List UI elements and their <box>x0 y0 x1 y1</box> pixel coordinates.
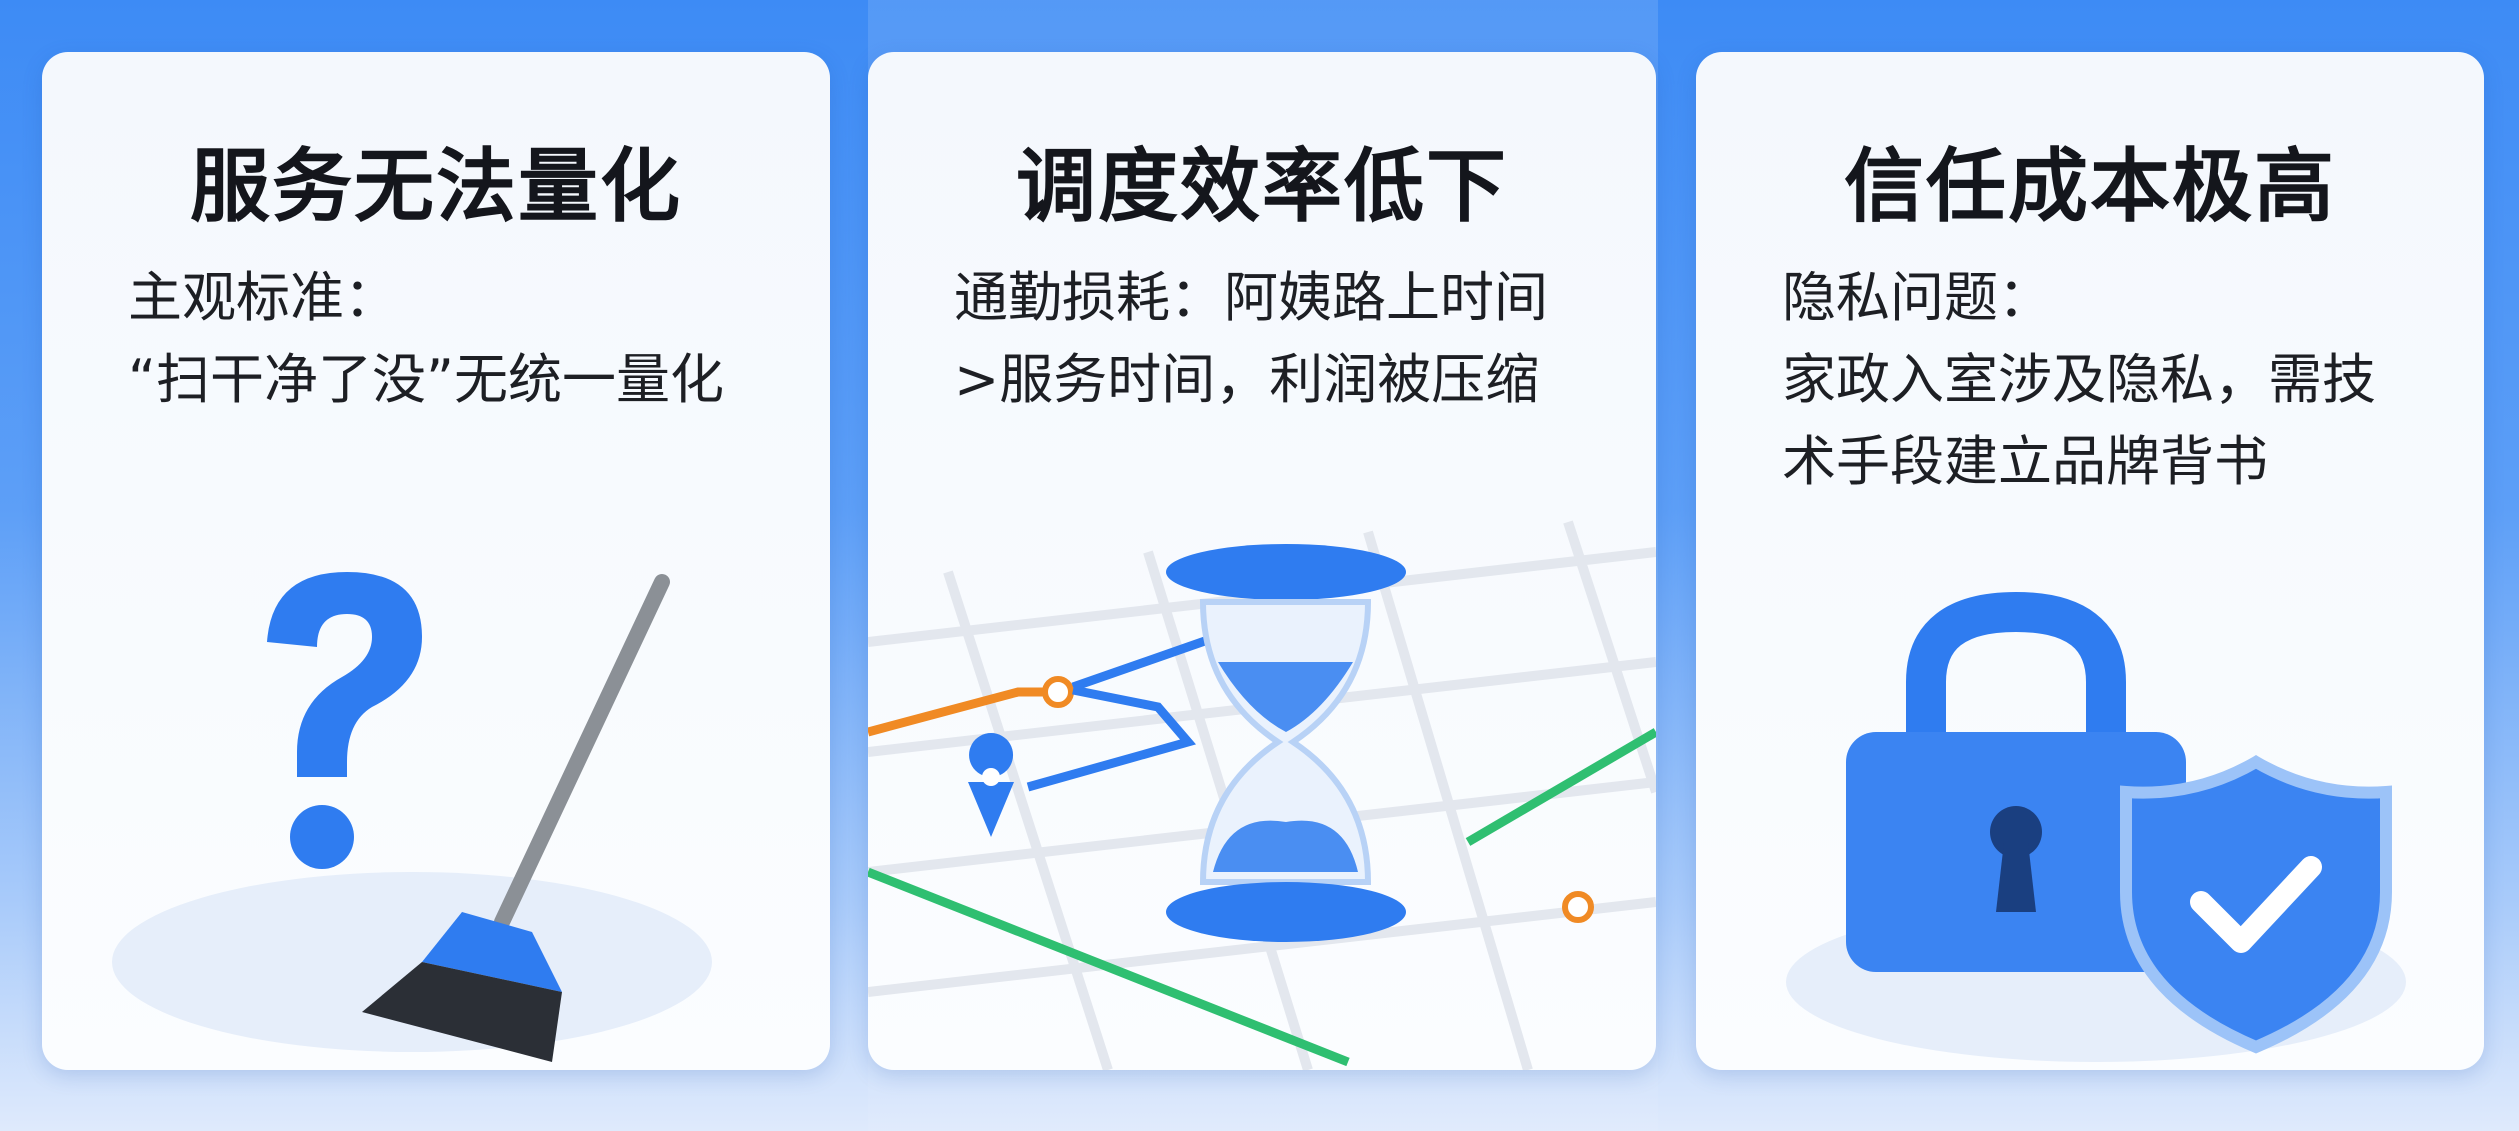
card-trust-cost-high: 信任成本极高 隐私问题： 家政入室涉及隐私，需技 术手段建立品牌背书 <box>1696 52 2484 1070</box>
body-line: >服务时间，利润被压缩 <box>954 348 1540 411</box>
lock-shield-icon <box>1786 591 2406 1062</box>
card-title: 调度效率低下 <box>1016 140 1508 233</box>
card-title: 信任成本极高 <box>1844 140 2336 233</box>
question-broom-icon <box>112 572 712 1062</box>
hourglass-map-icon <box>868 520 1656 1070</box>
body-line: 家政入室涉及隐私，需技 <box>1782 348 2376 411</box>
card-body: 隐私问题： 家政入室涉及隐私，需技 术手段建立品牌背书 <box>1782 257 2444 503</box>
body-line: 术手段建立品牌背书 <box>1782 430 2268 493</box>
body-line: 隐私问题： <box>1782 266 2052 329</box>
card-dispatch-inefficient: 调度效率低下 通勤损耗：阿姨路上时间 >服务时间，利润被压缩 <box>868 52 1656 1070</box>
body-line: 通勤损耗：阿姨路上时间 <box>954 266 1548 329</box>
card-title: 服务无法量化 <box>190 140 682 233</box>
body-line: “扫干净了没”无统一量化 <box>128 348 724 411</box>
body-line: 主观标准： <box>128 266 398 329</box>
card-body: 通勤损耗：阿姨路上时间 >服务时间，利润被压缩 <box>954 257 1616 421</box>
card-service-unquantifiable: 服务无法量化 主观标准： “扫干净了没”无统一量化 <box>42 52 830 1070</box>
card-body: 主观标准： “扫干净了没”无统一量化 <box>128 257 790 421</box>
